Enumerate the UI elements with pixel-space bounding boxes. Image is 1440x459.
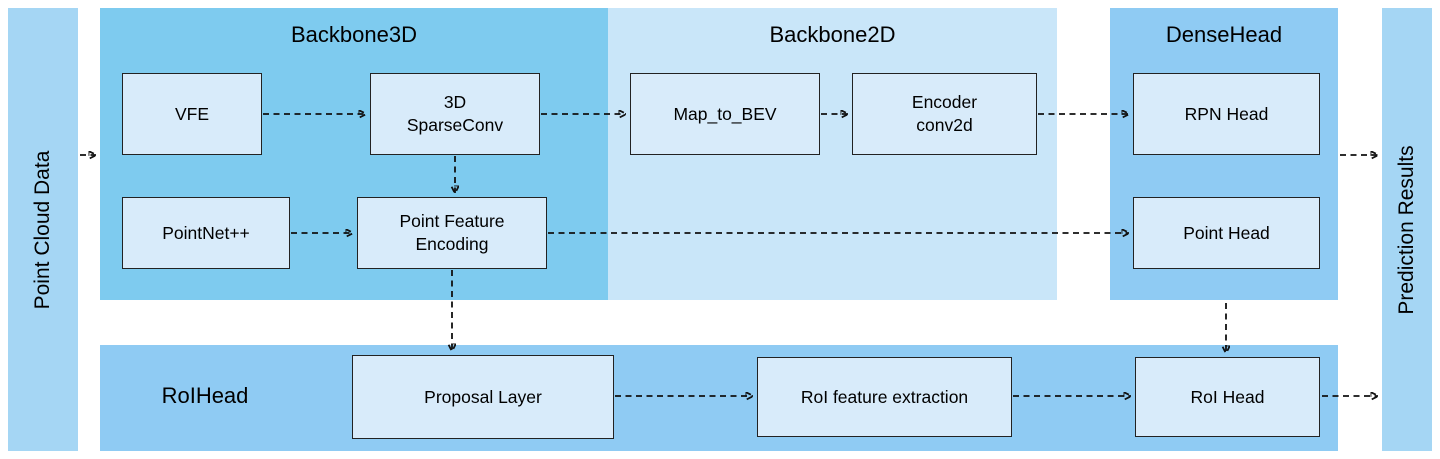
input-bar: Point Cloud Data: [8, 8, 78, 451]
node-rpn-head: RPN Head: [1133, 73, 1320, 155]
node-roi-feature-extraction: RoI feature extraction: [757, 357, 1012, 437]
output-bar-label: Prediction Results: [1395, 144, 1418, 315]
output-bar: Prediction Results: [1382, 8, 1432, 451]
node-roi-head: RoI Head: [1135, 357, 1320, 437]
node-map-to-bev: Map_to_BEV: [630, 73, 820, 155]
node-point-head: Point Head: [1133, 197, 1320, 269]
panel-backbone3d-title: Backbone3D: [291, 22, 417, 47]
panel-backbone2d-title: Backbone2D: [769, 22, 896, 47]
node-3d-sparseconv: 3D SparseConv: [370, 73, 540, 155]
input-bar-label: Point Cloud Data: [31, 150, 54, 309]
panel-roihead-title: RoIHead: [161, 383, 249, 408]
node-pointnet: PointNet++: [122, 197, 290, 269]
node-encoder-conv2d: Encoder conv2d: [852, 73, 1037, 155]
panel-densehead-title: DenseHead: [1165, 22, 1283, 47]
node-proposal-layer: Proposal Layer: [352, 355, 614, 439]
node-point-feature-encoding: Point Feature Encoding: [357, 197, 547, 269]
node-vfe: VFE: [122, 73, 262, 155]
